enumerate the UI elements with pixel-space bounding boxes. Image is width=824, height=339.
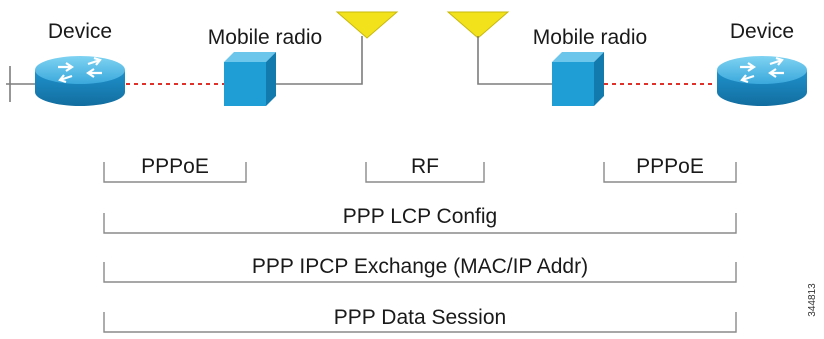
device-left-label: Device bbox=[48, 20, 112, 43]
antenna-icon bbox=[446, 11, 510, 39]
session-data-session: PPP Data Session bbox=[103, 306, 737, 333]
segment-pppoe-left: PPPoE bbox=[103, 155, 247, 183]
session-ipcp-exchange: PPP IPCP Exchange (MAC/IP Addr) bbox=[103, 255, 737, 283]
segment-rf-label: RF bbox=[411, 155, 439, 178]
device-right-label: Device bbox=[730, 20, 794, 43]
session-lcp-config-label: PPP LCP Config bbox=[343, 205, 498, 228]
session-lcp-config: PPP LCP Config bbox=[103, 205, 737, 234]
radio-left-feed bbox=[276, 36, 363, 85]
segment-pppoe-left-label: PPPoE bbox=[141, 155, 209, 178]
segment-pppoe-right: PPPoE bbox=[603, 155, 737, 183]
session-data-session-label: PPP Data Session bbox=[334, 306, 506, 329]
radio-left-label: Mobile radio bbox=[208, 26, 322, 49]
segment-pppoe-right-label: PPPoE bbox=[636, 155, 704, 178]
router-icon bbox=[35, 56, 125, 106]
figure-id: 344813 bbox=[807, 283, 818, 317]
radio-right-label: Mobile radio bbox=[533, 26, 647, 49]
session-ipcp-exchange-label: PPP IPCP Exchange (MAC/IP Addr) bbox=[252, 255, 588, 278]
radio-right-feed bbox=[477, 36, 552, 85]
radio-icon bbox=[224, 52, 276, 106]
router-icon bbox=[717, 56, 807, 106]
segment-rf: RF bbox=[365, 155, 485, 183]
radio-icon bbox=[552, 52, 604, 106]
antenna-icon bbox=[335, 11, 399, 39]
